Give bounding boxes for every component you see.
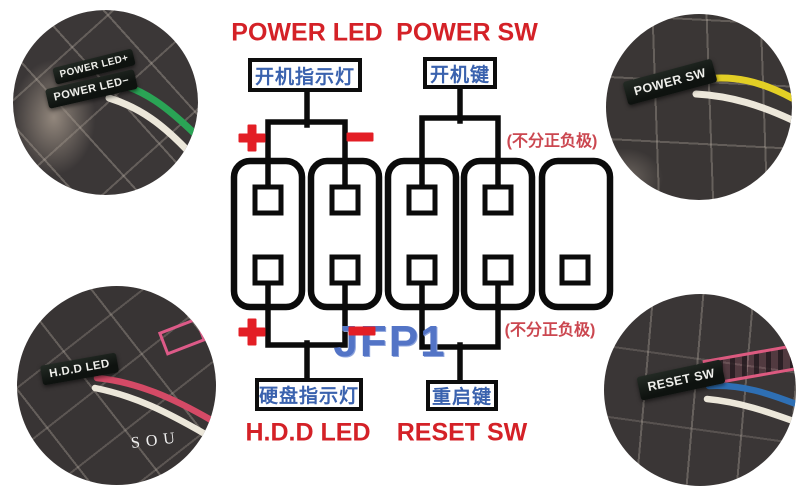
minus-sign-bottom — [348, 326, 376, 336]
pin-top-3 — [406, 184, 438, 216]
pin-bottom-5 — [559, 254, 591, 286]
plus-sign-top — [238, 124, 266, 152]
hdd-led-wires — [91, 374, 215, 438]
reset-sw-cn-label: 重启键 — [431, 387, 492, 408]
polarity-note-bottom: (不分正负极) — [504, 322, 596, 339]
power-led-wires — [105, 78, 198, 154]
plus-sign-bottom — [238, 318, 266, 346]
photo-power-sw-connector: POWER SW — [606, 14, 792, 200]
red-wire — [93, 374, 215, 424]
power-led-cn-box: 开机指示灯 — [248, 58, 362, 92]
power-sw-cn-label: 开机键 — [429, 64, 490, 86]
hdd-led-cn-box: 硬盘指示灯 — [255, 378, 363, 411]
power-sw-title: POWER SW — [396, 18, 538, 47]
pin-bottom-2 — [329, 254, 361, 286]
power-led-cn-label: 开机指示灯 — [254, 66, 355, 88]
pin-bottom-4 — [482, 254, 514, 286]
power-sw-branch — [419, 115, 501, 195]
reset-sw-wires — [703, 382, 796, 426]
minus-sign-top — [346, 132, 374, 142]
power-led-title: POWER LED — [231, 18, 383, 47]
photo-power-led-connector: POWER LED+ POWER LED− — [13, 10, 198, 195]
pin-columns — [230, 157, 614, 311]
pin-top-2 — [329, 184, 361, 216]
hdd-led-cn-label: 硬盘指示灯 — [259, 386, 360, 407]
white-wire — [91, 384, 209, 438]
white-wire — [703, 395, 796, 426]
white-wire — [105, 94, 191, 154]
reset-sw-cn-box: 重启键 — [426, 380, 498, 411]
pin-squares — [252, 184, 591, 286]
power-sw-wires — [692, 74, 792, 124]
power-sw-cn-box: 开机键 — [423, 57, 497, 89]
jfp1-header-label: JFP1 — [333, 317, 447, 366]
pin-top-4 — [482, 184, 514, 216]
reset-sw-title: RESET SW — [396, 418, 528, 447]
pin-bottom-3 — [406, 254, 438, 286]
wire-traces — [265, 83, 501, 387]
pin-column-5 — [538, 157, 614, 311]
white-wire — [692, 90, 792, 124]
power-led-branch — [265, 119, 348, 195]
pin-bottom-1 — [252, 254, 284, 286]
photo-reset-sw-connector: RESET SW — [604, 294, 796, 486]
polarity-note-top: (不分正负极) — [506, 133, 598, 150]
pin-top-1 — [252, 184, 284, 216]
photo-hdd-led-connector: H.D.D LED SOU — [17, 286, 216, 485]
blue-wire — [705, 382, 796, 408]
hdd-led-title: H.D.D LED — [245, 418, 371, 447]
